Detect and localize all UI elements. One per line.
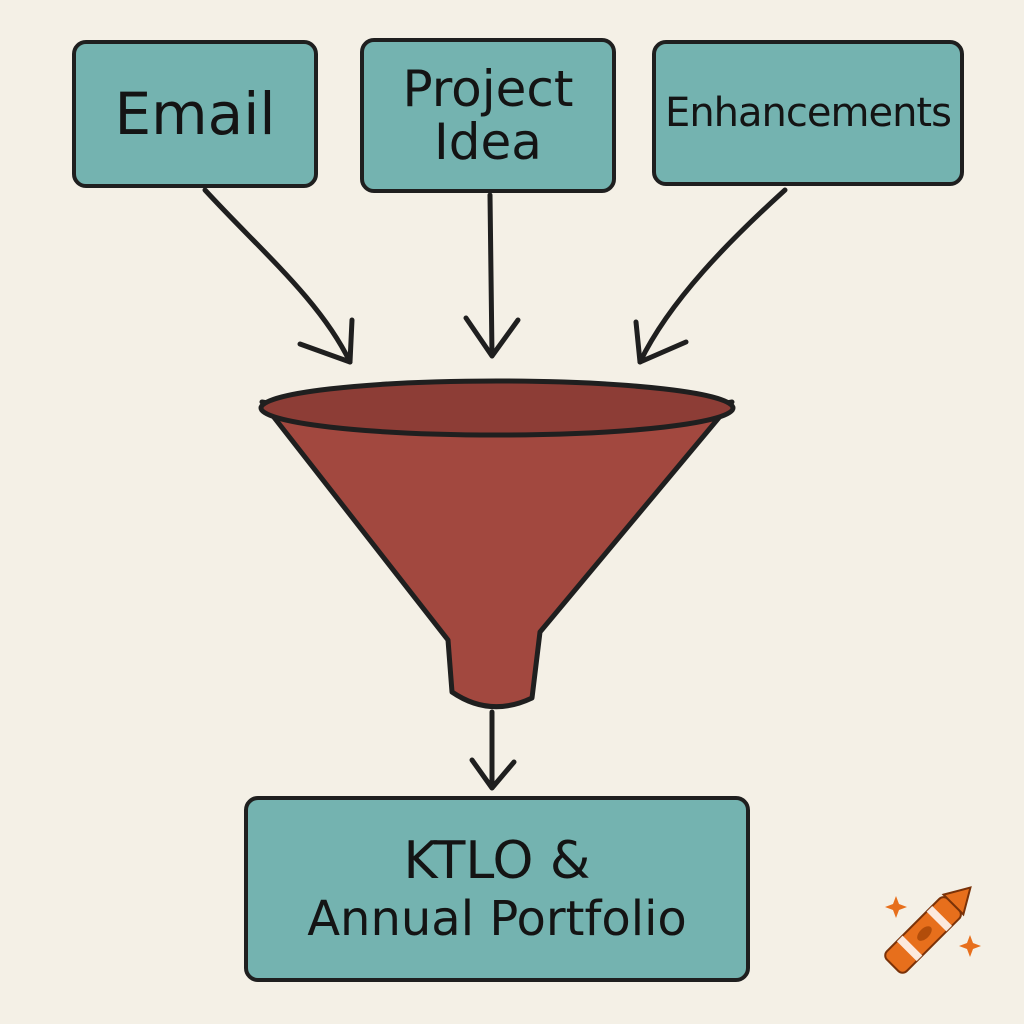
arrowhead-output: [469, 757, 517, 791]
input-box-enhancements: Enhancements: [652, 40, 964, 186]
arrow-enhancements-to-funnel: [637, 187, 788, 365]
arrowhead-project: [463, 315, 521, 359]
input-box-project-idea: Project Idea: [360, 38, 616, 193]
crayon-icon: [884, 886, 972, 974]
input-box-enhancements-label: Enhancements: [665, 90, 952, 136]
output-box-line-2: Annual Portfolio: [307, 891, 687, 948]
output-box-line-1: KTLO &: [403, 830, 591, 891]
funnel: [258, 378, 736, 710]
arrow-project-to-funnel: [487, 192, 495, 358]
arrow-email-to-funnel: [202, 187, 353, 365]
sparkle-icon: [959, 935, 981, 957]
output-box-ktlo-portfolio: KTLO & Annual Portfolio: [244, 796, 750, 982]
funnel-body: [259, 399, 735, 710]
sparkle-icon: [885, 896, 907, 918]
arrowhead-email: [297, 317, 355, 365]
input-box-email: Email: [72, 40, 318, 188]
input-box-email-label: Email: [114, 79, 276, 148]
funnel-rim: [258, 378, 736, 438]
input-box-project-idea-label: Project Idea: [402, 60, 574, 171]
arrowhead-enhancements: [633, 319, 689, 365]
